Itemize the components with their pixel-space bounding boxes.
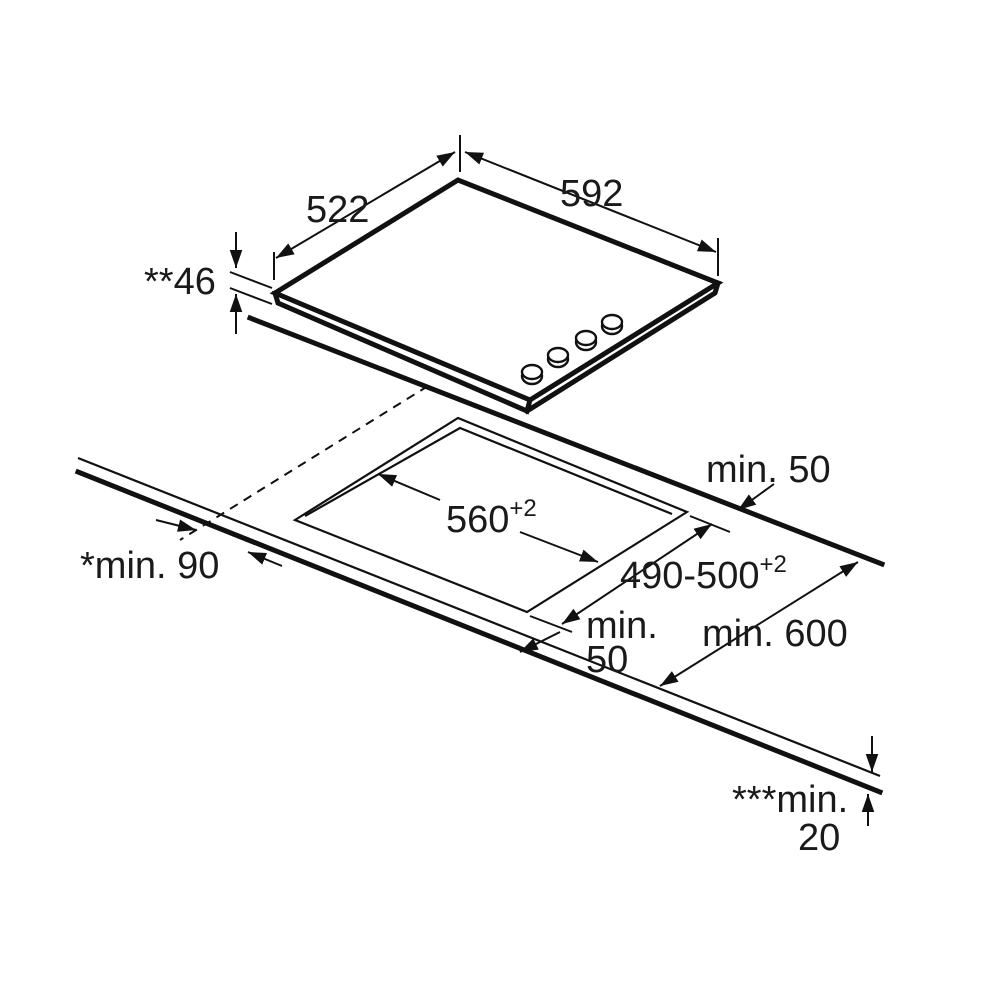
hob-front-edge bbox=[271, 289, 534, 415]
worktop-left-edge-top bbox=[77, 456, 881, 778]
knob-icon bbox=[574, 329, 598, 352]
label-front-clearance-2: 50 bbox=[586, 639, 628, 681]
label-hob-depth: 522 bbox=[306, 189, 369, 231]
knob-icon bbox=[520, 363, 544, 386]
label-cutout-depth: 490-500+2 bbox=[620, 551, 787, 597]
dim-line-490-500 bbox=[561, 523, 713, 625]
dim-arrow-min50-rear bbox=[737, 483, 775, 511]
label-worktop-thickness-2: 20 bbox=[798, 817, 840, 859]
hob-knobs bbox=[520, 313, 624, 386]
hob bbox=[269, 177, 724, 415]
worktop-rear-edge bbox=[246, 314, 886, 568]
dim-arrow-min50-front bbox=[519, 631, 561, 653]
knob-icon bbox=[546, 346, 570, 369]
label-worktop-depth: min. 600 bbox=[702, 613, 848, 655]
label-cutout-width: 560+2 bbox=[446, 495, 537, 541]
worktop-left-edge-bottom bbox=[74, 468, 884, 796]
label-hob-width: 592 bbox=[560, 173, 623, 215]
cutout-outline bbox=[292, 416, 690, 614]
dim-line-522 bbox=[275, 151, 456, 259]
label-rear-clearance: min. 50 bbox=[706, 449, 831, 491]
label-front-clearance-1: min. bbox=[586, 605, 658, 647]
knob-icon bbox=[600, 313, 624, 336]
label-cutout-width-base: 560 bbox=[446, 499, 509, 541]
hob-side-edge bbox=[523, 279, 722, 415]
label-cutout-depth-base: 490-500 bbox=[620, 555, 759, 597]
dimension-lines bbox=[155, 135, 879, 826]
label-hob-height: **46 bbox=[144, 261, 216, 303]
label-cutout-width-tol: +2 bbox=[509, 495, 536, 522]
cutout bbox=[292, 416, 690, 614]
label-worktop-thickness-1: ***min. bbox=[732, 779, 848, 821]
dim-line-592 bbox=[464, 151, 717, 253]
dim-arrow-min90-left bbox=[155, 519, 197, 532]
worktop bbox=[74, 314, 886, 796]
label-cutout-depth-tol: +2 bbox=[759, 551, 786, 578]
dim-arrow-560-left bbox=[377, 473, 441, 501]
dim-arrow-560-right bbox=[519, 531, 599, 563]
label-side-clearance: *min. 90 bbox=[80, 545, 219, 587]
cutout-inner-edge bbox=[304, 426, 673, 517]
dim-line-min600 bbox=[659, 561, 859, 687]
hidden-edge-dashed bbox=[179, 385, 429, 541]
dim-arrow-min90-right bbox=[247, 551, 283, 567]
